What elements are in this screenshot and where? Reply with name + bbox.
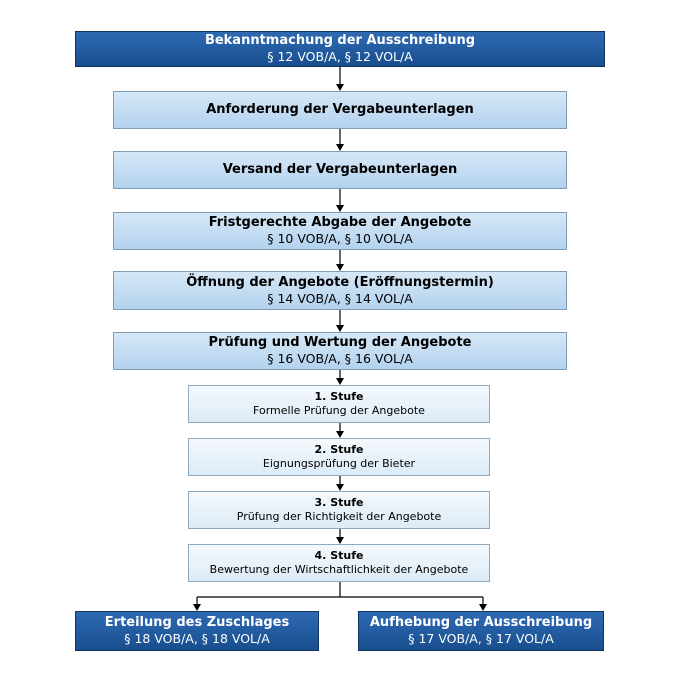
step-title: Öffnung der Angebote (Eröffnungstermin) [186,274,494,290]
step-subtitle: § 14 VOB/A, § 14 VOL/A [267,290,413,306]
step-box-5: Prüfung und Wertung der Angebote § 16 VO… [113,332,567,370]
arrow-step1-to-step2 [336,129,344,151]
arrow-step3-to-step4 [336,250,344,271]
arrow-step2-to-step3 [336,189,344,212]
outcome-title: Erteilung des Zuschlages [104,615,290,630]
outcome-title: Aufhebung der Ausschreibung [369,615,593,630]
step-box-2: Versand der Vergabeunterlagen [113,151,567,189]
stage-title: 2. Stufe [314,443,364,456]
stage-subtitle: Formelle Prüfung der Angebote [253,404,425,417]
header-title: Bekanntmachung der Ausschreibung [204,33,476,48]
step-title: Versand der Vergabeunterlagen [222,162,458,177]
step-subtitle: § 16 VOB/A, § 16 VOL/A [267,351,413,366]
outcome-subtitle: § 17 VOB/A, § 17 VOL/A [408,631,554,646]
step-box-4: Öffnung der Angebote (Eröffnungstermin) … [113,271,567,310]
stage-subtitle: Prüfung der Richtigkeit der Angebote [236,510,442,523]
stage-box-2: 2. Stufe Eignungsprüfung der Bieter [188,438,490,476]
step-subtitle: § 10 VOB/A, § 10 VOL/A [267,231,413,246]
stage-subtitle: Eignungsprüfung der Bieter [262,457,416,470]
arrow-stage3-to-stage4 [336,529,344,544]
stage-box-4: 4. Stufe Bewertung der Wirtschaftlichkei… [188,544,490,582]
stage-box-1: 1. Stufe Formelle Prüfung der Angebote [188,385,490,423]
step-title: Anforderung der Vergabeunterlagen [206,102,474,117]
step-box-1: Anforderung der Vergabeunterlagen [113,91,567,129]
step-box-3: Fristgerechte Abgabe der Angebote § 10 V… [113,212,567,250]
step-title: Prüfung und Wertung der Angebote [208,335,472,350]
outcome-box-award: Erteilung des Zuschlages § 18 VOB/A, § 1… [75,611,319,651]
arrow-header-to-step1 [336,67,344,91]
stage-title: 3. Stufe [314,496,364,509]
branch-connector [193,582,487,611]
stage-title: 4. Stufe [314,549,364,562]
outcome-box-cancel: Aufhebung der Ausschreibung § 17 VOB/A, … [358,611,604,651]
stage-subtitle: Bewertung der Wirtschaftlichkeit der Ang… [209,563,469,576]
arrow-stage2-to-stage3 [336,476,344,491]
arrow-step4-to-step5 [336,310,344,332]
header-box: Bekanntmachung der Ausschreibung § 12 VO… [75,31,605,67]
outcome-subtitle: § 18 VOB/A, § 18 VOL/A [124,631,270,646]
step-title: Fristgerechte Abgabe der Angebote [208,215,472,230]
arrow-stage1-to-stage2 [336,423,344,438]
arrow-step5-to-stage1 [336,370,344,385]
header-subtitle: § 12 VOB/A, § 12 VOL/A [267,49,413,64]
stage-title: 1. Stufe [314,390,364,403]
stage-box-3: 3. Stufe Prüfung der Richtigkeit der Ang… [188,491,490,529]
